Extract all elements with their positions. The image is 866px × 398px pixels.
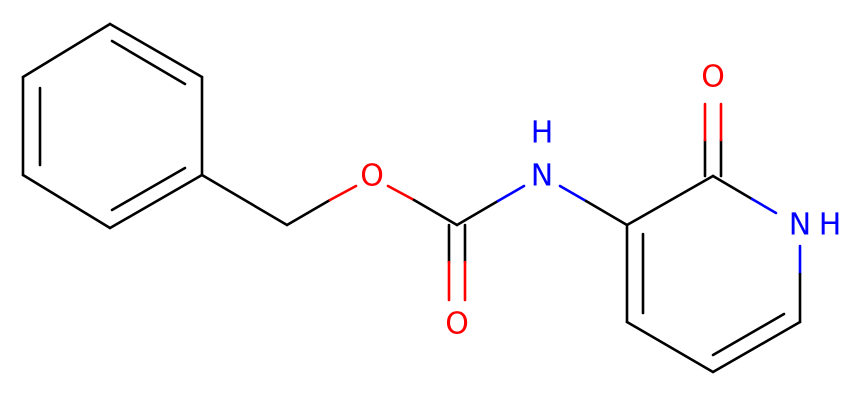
bond-c-n-blue	[496, 184, 526, 203]
ester-oxygen-label: O	[360, 159, 384, 194]
bond-ring-ch2	[200, 173, 289, 227]
bond	[711, 320, 802, 374]
bond-inner	[110, 166, 187, 212]
pyridinone-ring	[625, 174, 802, 374]
bond	[625, 174, 715, 227]
bond	[625, 320, 715, 374]
amide-hydrogen-label: H	[531, 116, 554, 151]
bond	[711, 174, 754, 201]
bond-inner	[711, 312, 786, 357]
carbonyl-oxygen-label: O	[445, 307, 469, 342]
ring-hydrogen-label: H	[819, 208, 842, 243]
bond-o-c	[412, 198, 459, 227]
bond-blue	[750, 197, 778, 215]
bond-ch2-o	[285, 198, 332, 227]
bond	[108, 173, 204, 230]
bond	[108, 22, 204, 79]
bond	[21, 173, 112, 230]
bond	[21, 22, 112, 79]
bond-c-n	[455, 199, 500, 227]
bond-ch2-o-red	[328, 184, 358, 202]
ring-nitrogen-label: N	[789, 208, 811, 243]
ring-oxygen-label: O	[701, 60, 725, 95]
benzene-ring	[21, 22, 204, 230]
amide-nitrogen-label: N	[531, 159, 553, 194]
bond-n-c3	[584, 199, 629, 227]
bond-o-c-red	[386, 184, 416, 202]
bond-n-c3-blue	[558, 184, 588, 203]
bond-inner	[110, 39, 187, 86]
